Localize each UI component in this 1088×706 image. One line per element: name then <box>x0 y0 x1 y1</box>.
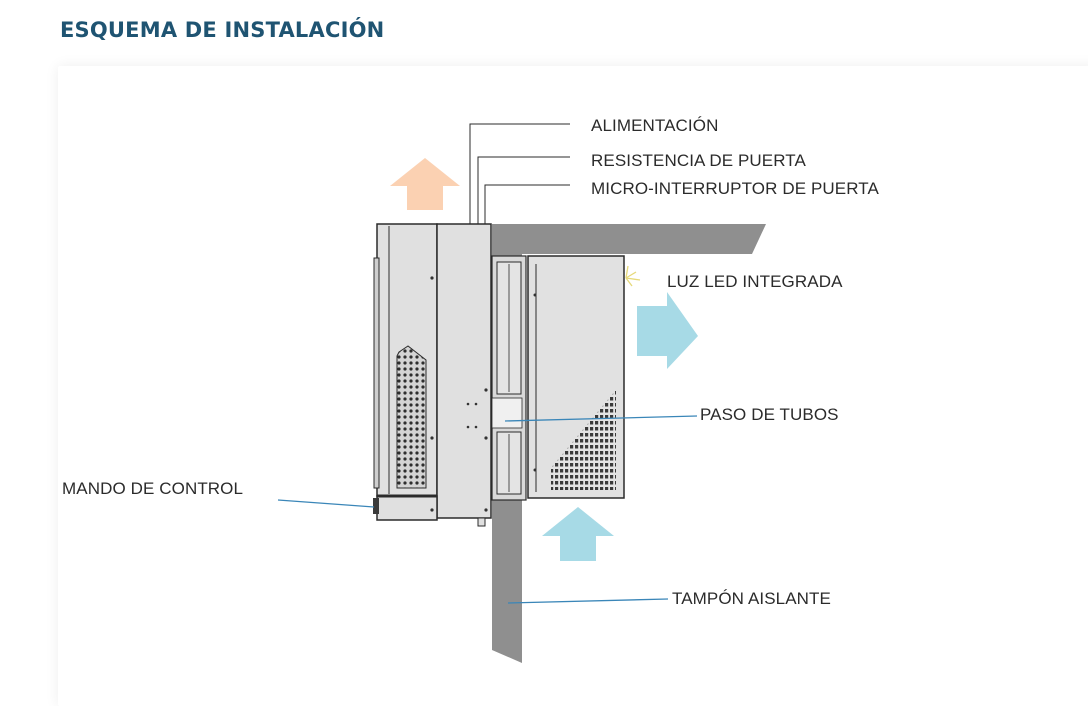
page-title: ESQUEMA DE INSTALACIÓN <box>60 18 385 42</box>
label-paso-de-tubos: PASO DE TUBOS <box>700 405 839 424</box>
label-tampon-aislante: TAMPÓN AISLANTE <box>672 589 831 608</box>
label-resistencia-de-puerta: RESISTENCIA DE PUERTA <box>591 151 806 170</box>
hot-air-up-arrow-icon <box>390 158 460 210</box>
condenser-unit <box>373 223 492 527</box>
cold-air-up-arrow-icon <box>542 507 614 561</box>
label-luz-led: LUZ LED INTEGRADA <box>667 272 843 291</box>
cold-air-right-arrow-icon <box>637 292 698 369</box>
label-micro-interruptor: MICRO-INTERRUPTOR DE PUERTA <box>591 179 879 198</box>
led-glow-icon <box>625 265 641 287</box>
cable-leader-lines <box>469 123 570 224</box>
installation-diagram <box>277 123 766 663</box>
evaporator-unit <box>527 255 625 499</box>
pipe-passage-module <box>491 255 527 501</box>
label-alimentacion: ALIMENTACIÓN <box>591 116 719 135</box>
label-mando-de-control: MANDO DE CONTROL <box>62 479 244 498</box>
callout-leader-lines <box>277 415 698 604</box>
